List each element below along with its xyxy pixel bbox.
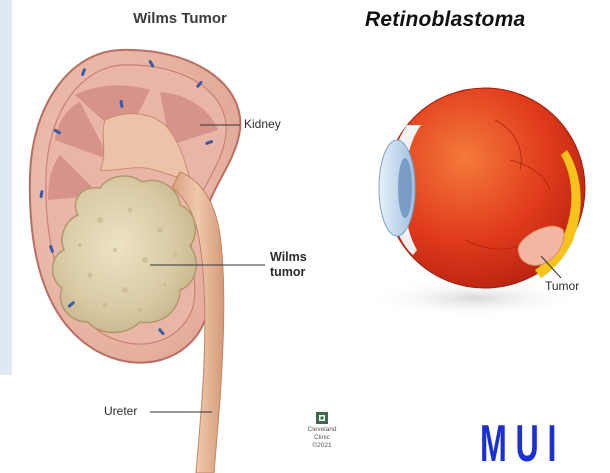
retinoblastoma-panel: Retinoblastoma — [345, 0, 610, 473]
cleveland-clinic-credit: Cleveland Clinic ©2021 — [302, 412, 342, 450]
credit-year: ©2021 — [302, 442, 342, 450]
brand-text: MUI — [480, 418, 565, 470]
wilms-tumor-label: Wilms tumor — [270, 250, 307, 280]
ureter-label: Ureter — [104, 404, 137, 418]
wilms-tumor-panel: Wilms Tumor — [0, 0, 345, 473]
lens — [398, 158, 412, 218]
wilms-tumor-label-line2: tumor — [270, 265, 307, 280]
eye-tumor-label: Tumor — [545, 279, 579, 293]
kidney-illustration — [0, 0, 345, 473]
cleveland-clinic-logo-icon — [316, 412, 328, 424]
wilms-tumor-label-line1: Wilms — [270, 250, 307, 265]
eye-illustration — [345, 0, 610, 473]
credit-name-line2: Clinic — [302, 434, 342, 442]
credit-name-line1: Cleveland — [302, 426, 342, 434]
kidney-label: Kidney — [244, 117, 281, 131]
